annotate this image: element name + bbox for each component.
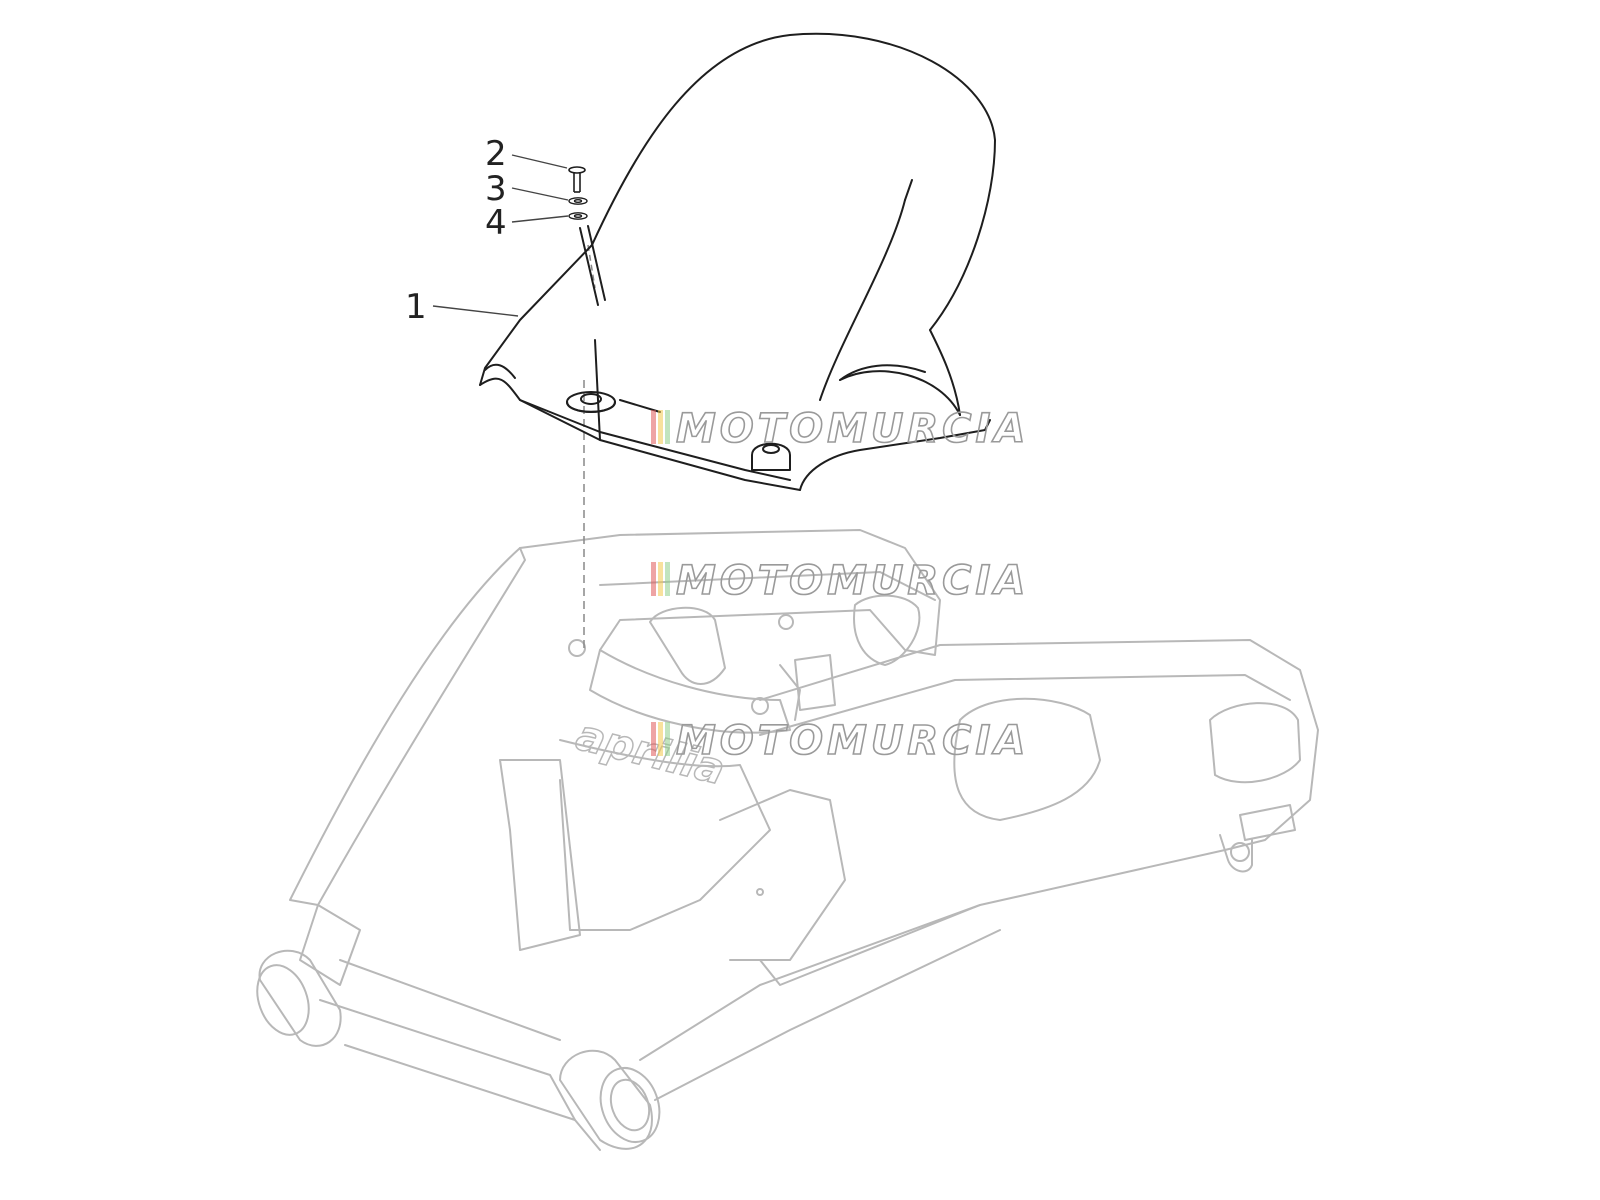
washer-part-3	[568, 197, 588, 205]
watermark-top-text: MOTOMURCIA	[676, 406, 1029, 452]
assembly-axis-line-upper	[587, 244, 596, 289]
screw-part-2	[568, 166, 586, 193]
leader-line-1	[432, 305, 519, 317]
washer-part-4	[568, 212, 588, 220]
swingarm-drawing	[256, 529, 1319, 1151]
rear-mudguard-drawing	[479, 32, 996, 491]
leader-lines	[432, 154, 569, 317]
callout-2: 2	[485, 134, 507, 174]
leader-line-4	[511, 215, 569, 223]
watermark-middle-text: MOTOMURCIA	[676, 558, 1029, 604]
watermark-bottom-text: MOTOMURCIA	[676, 718, 1029, 764]
leader-line-3	[511, 187, 569, 201]
watermark-bottom: MOTOMURCIA	[651, 717, 1029, 765]
leader-line-2	[511, 154, 568, 169]
callout-4: 4	[485, 203, 507, 243]
watermark-middle: MOTOMURCIA	[651, 557, 1029, 605]
callout-3: 3	[485, 169, 507, 209]
watermark-top: MOTOMURCIA	[651, 405, 1029, 453]
callout-1: 1	[405, 287, 427, 327]
